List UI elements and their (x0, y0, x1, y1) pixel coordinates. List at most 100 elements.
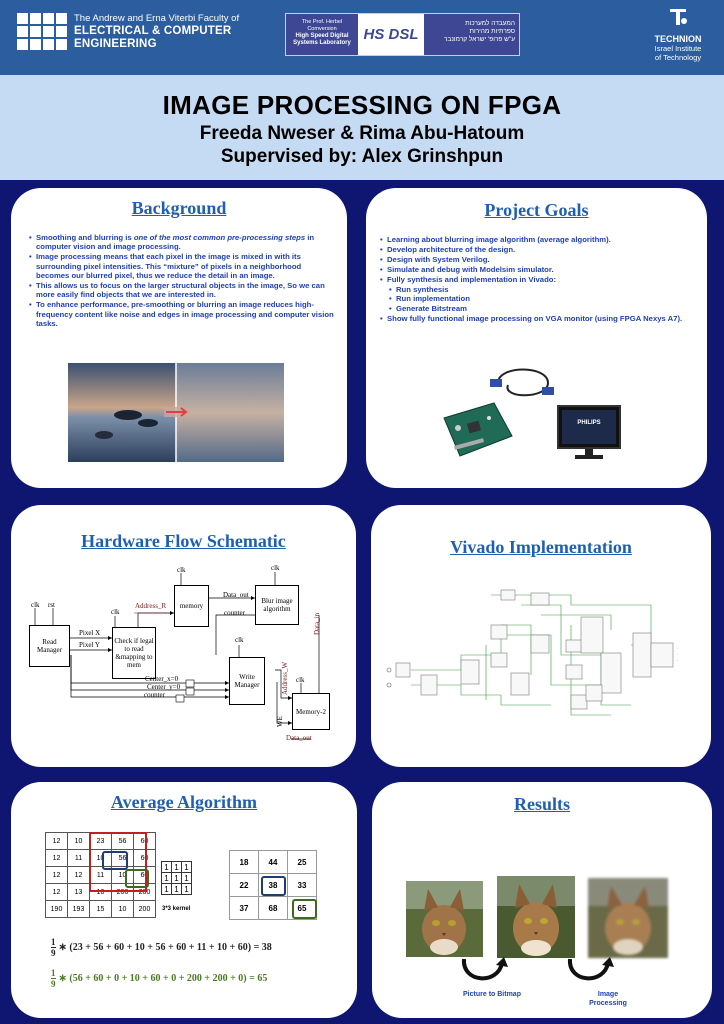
goal-subitem: Run synthesis (380, 285, 700, 295)
kernel-cell: 1 (161, 872, 172, 884)
write-manager-block: Write Manager (229, 657, 265, 705)
data-out-label: Data_out (286, 734, 312, 742)
goals-panel: Project Goals Learning about blurring im… (366, 188, 707, 488)
goals-bullets: Learning about blurring image algorithm … (380, 235, 700, 324)
result-cell: 22 (229, 873, 259, 897)
result-blue-highlight (261, 876, 286, 896)
lab-line1: The Prof. Herbel Comversion (301, 19, 343, 32)
kernel-label: 3*3 kernel (162, 906, 191, 912)
clk-label: clk (271, 564, 280, 572)
result-green-highlight (292, 899, 317, 919)
original-cat-image (406, 881, 483, 957)
center-x-label: Center_x=0 (145, 675, 179, 683)
kernel-cell: 1 (171, 883, 182, 895)
read-manager-block: Read Manager (29, 625, 70, 667)
background-bullet-4: To enhance performance, pre-smoothing or… (29, 300, 335, 328)
result-cell: 37 (229, 896, 259, 920)
bitmap-cat-image (497, 876, 575, 958)
result-cell: 33 (287, 873, 317, 897)
lab-acronym: HS DSL (363, 26, 419, 43)
lab-logo: The Prof. Herbel Comversion High Speed D… (285, 13, 520, 56)
vivado-panel: Vivado Implementation (371, 505, 711, 767)
result-cell: 68 (258, 896, 288, 920)
faculty-line2: ELECTRICAL & COMPUTER (74, 25, 232, 37)
data-in-label: Data_in (313, 612, 321, 635)
lab-hebrew-line2: ספרתיות מהירות (469, 28, 515, 35)
header-bar: The Andrew and Erna Viterbi Faculty of E… (0, 0, 724, 75)
fpga-board-icon (434, 398, 514, 468)
technion-logo: TECHNION Israel Institute of Technology (646, 5, 710, 62)
matrix-cell: 15 (89, 900, 112, 918)
goal-subitem: Run implementation (380, 294, 700, 304)
matrix-cell: 12 (45, 883, 68, 901)
svg-text:...: ... (676, 658, 679, 662)
lab-hebrew-line1: המעבדה למערכות (465, 20, 515, 27)
address-r-label: Address_R (135, 602, 167, 610)
memory2-block: Memory-2 (292, 693, 330, 730)
matrix-cell: 10 (111, 900, 134, 918)
svg-text:...: ... (676, 646, 679, 650)
technion-name: TECHNION (654, 34, 702, 44)
result-cell: 18 (229, 850, 259, 874)
lab-hebrew-line3: ע"ש פרופ' ישראל קרמונבר (443, 36, 515, 43)
clk-label: clk (31, 601, 40, 609)
goal-item: Design with System Verilog. (380, 255, 700, 265)
vga-monitor-icon: PHILIPS (557, 405, 621, 461)
title-bar: IMAGE PROCESSING ON FPGA Freeda Nweser &… (0, 75, 724, 180)
goal-item: Develop architecture of the design. (380, 245, 700, 255)
counter-label: counter (144, 691, 165, 699)
center-y-label: Center_y=0 (147, 683, 181, 691)
algorithm-title: Average Algorithm (110, 792, 258, 812)
counter-label: counter (224, 609, 245, 617)
blur-example-photo (68, 363, 284, 462)
vivado-title: Vivado Implementation (450, 537, 632, 557)
kernel-cell: 1 (181, 861, 192, 873)
we-label: WE (276, 716, 284, 727)
matrix-cell: 12 (67, 866, 90, 884)
vga-cable-icon (488, 363, 558, 408)
technion-sub1: Israel Institute (654, 44, 702, 53)
result-cell: 44 (258, 850, 288, 874)
svg-text:...: ... (676, 652, 679, 656)
poster-authors: Freeda Nweser & Rima Abu-Hatoum (199, 123, 525, 144)
matrix-cell: 13 (67, 883, 90, 901)
clk-label: clk (296, 676, 305, 684)
goal-item: Learning about blurring image algorithm … (380, 235, 700, 245)
matrix-cell: 10 (67, 832, 90, 850)
lab-line3: Systems Laboratory (293, 40, 351, 46)
clk-label: clk (235, 636, 244, 644)
goal-item: Simulate and debug with Modelsim simulat… (380, 265, 700, 275)
faculty-line1: The Andrew and Erna Viterbi Faculty of (74, 13, 240, 24)
schematic-panel: Hardware Flow Schematic (11, 505, 356, 767)
matrix-cell: 11 (67, 849, 90, 867)
data-out-label: Data_out (223, 591, 249, 599)
address-w-label: Address_W (281, 661, 289, 695)
poster-title: IMAGE PROCESSING ON FPGA (162, 90, 562, 120)
matrix-cell: 193 (67, 900, 90, 918)
blur-block: Blur image algorithm (255, 585, 299, 625)
kernel-cell: 1 (161, 861, 172, 873)
background-bullet-2: Image processing means that each pixel i… (29, 252, 335, 280)
matrix-cell: 200 (133, 900, 156, 918)
schematic-title: Hardware Flow Schematic (81, 531, 286, 551)
monitor-brand: PHILIPS (577, 420, 601, 426)
lab-line2: High Speed Digital (295, 33, 349, 39)
caption-picture-to-bitmap: Picture to Bitmap (463, 991, 521, 998)
vivado-netlist-diagram: ... ... ... (386, 589, 679, 716)
results-title: Results (513, 794, 570, 814)
curved-arrow-icon (564, 957, 614, 992)
results-panel: Results (372, 782, 712, 1018)
kernel-cell: 1 (171, 861, 182, 873)
